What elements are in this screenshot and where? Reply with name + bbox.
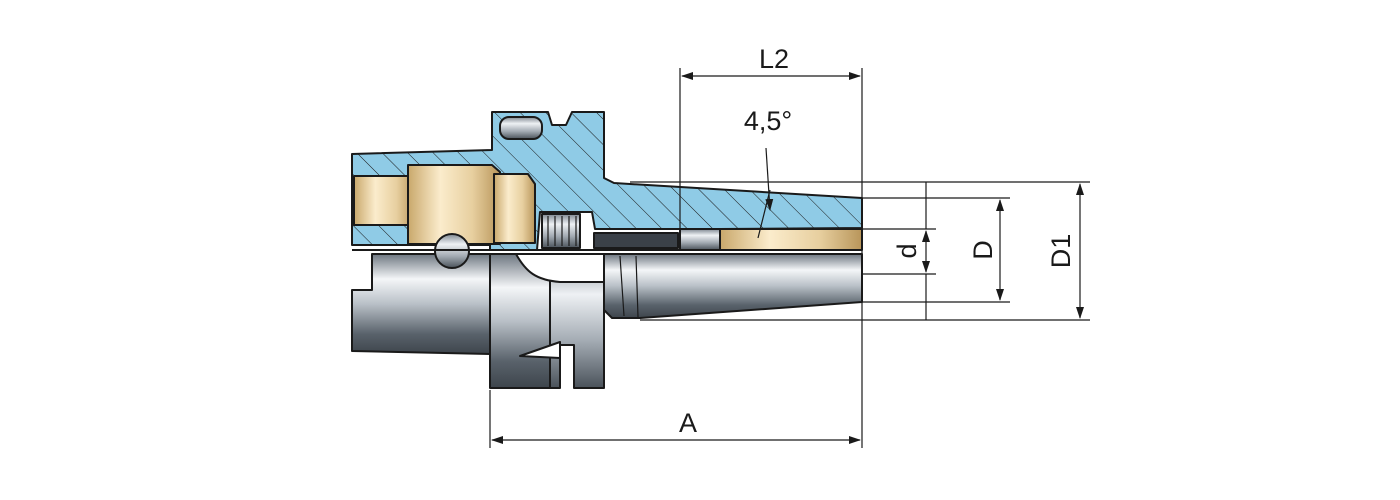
shank-bore	[719, 228, 863, 251]
hsk-taper-lower	[351, 253, 491, 355]
angle-leader	[765, 147, 774, 211]
label-A: A	[679, 408, 697, 438]
drive-key	[499, 116, 543, 140]
label-D: D	[968, 240, 998, 260]
clamping-bore-right	[493, 173, 536, 244]
clamping-bore-left	[353, 175, 416, 226]
label-d: d	[892, 243, 922, 258]
clamping-bore-mid	[407, 164, 501, 245]
shank-taper-lower	[603, 253, 863, 319]
slot-cut	[515, 253, 605, 283]
label-D1: D1	[1046, 234, 1076, 269]
thread-lines	[547, 216, 577, 246]
label-angle: 4,5°	[744, 106, 792, 136]
stop-screw	[593, 232, 679, 249]
extension-lines	[489, 68, 1090, 448]
stop-screw-head	[679, 228, 721, 251]
lower-slot	[519, 341, 561, 359]
label-L2: L2	[759, 44, 789, 74]
